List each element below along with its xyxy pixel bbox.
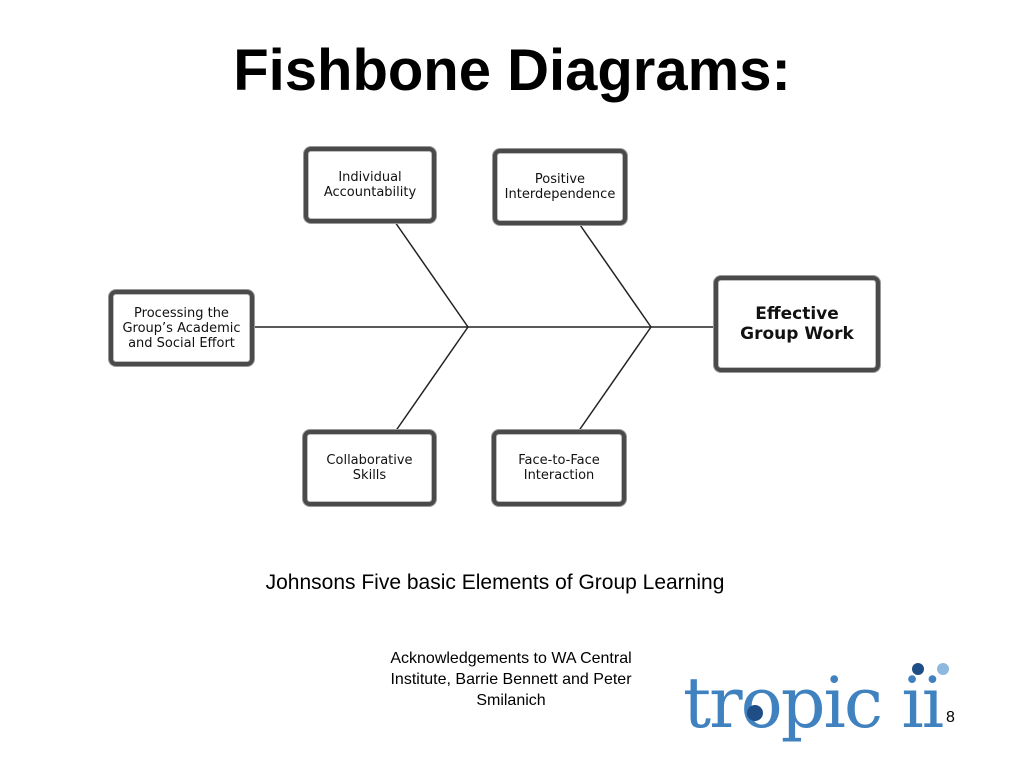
bone-individual-accountability — [394, 221, 469, 328]
effect-box: Effective Group Work — [714, 276, 880, 372]
page-number: 8 — [946, 709, 955, 726]
logo-dot-light — [937, 663, 949, 675]
bone-collaborative-skills — [394, 326, 469, 433]
slide-title: Fishbone Diagrams: — [233, 38, 791, 103]
logo-text: tropic ii — [683, 662, 943, 744]
logo-dot-dark — [912, 663, 924, 675]
cause-individual-accountability: Individual Accountability — [304, 147, 436, 223]
diagram-caption: Johnsons Five basic Elements of Group Le… — [265, 571, 725, 594]
cause-collaborative-skills: Collaborative Skills — [303, 430, 436, 506]
logo-accent-dot — [747, 705, 763, 721]
tropic-logo: tropic ii — [683, 662, 949, 744]
bone-positive-interdependence — [577, 221, 652, 328]
acknowledgement-text: Acknowledgements to WA Central Institute… — [390, 650, 632, 709]
cause-positive-interdependence: Positive Interdependence — [493, 149, 627, 225]
cause-processing-effort: Processing the Group’s Academic and Soci… — [109, 290, 254, 366]
bone-face-to-face — [577, 326, 652, 433]
cause-face-to-face: Face-to-Face Interaction — [492, 430, 626, 506]
